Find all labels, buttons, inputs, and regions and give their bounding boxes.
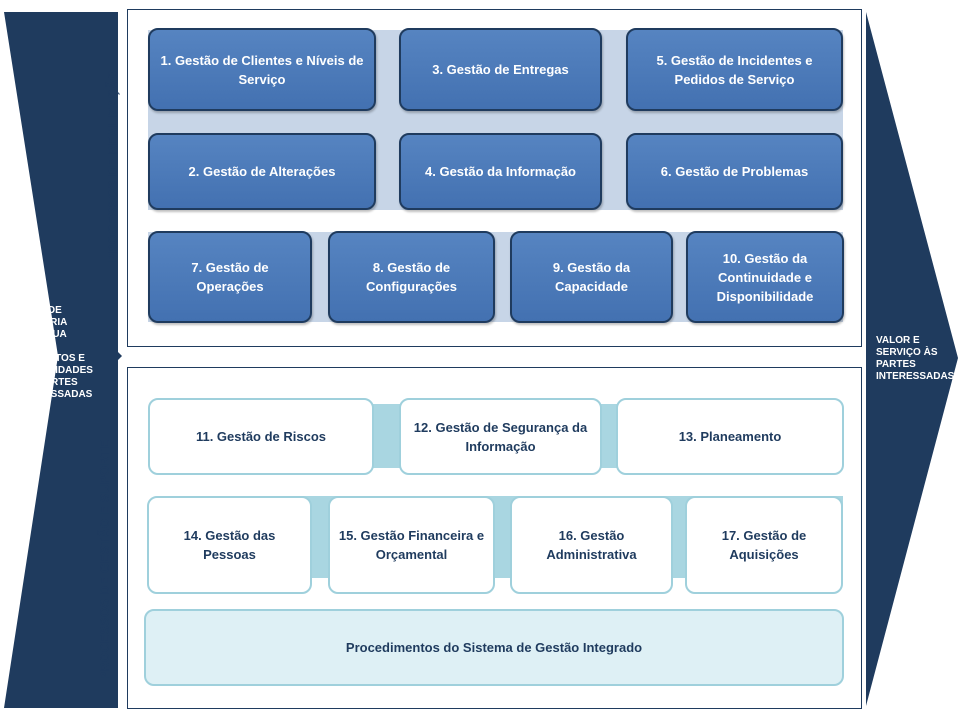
left-arrow-line1: CICLO DE MELHORIA CONTÍNUA: [14, 305, 67, 340]
process-box-12[interactable]: 12. Gestão de Segurança da Informação: [399, 398, 602, 475]
process-box-17[interactable]: 17. Gestão de Aquisições: [685, 496, 843, 594]
realization-label: PROCESSOS DE REALIZAÇÃO: [106, 69, 120, 263]
left-arrow-text: CICLO DE MELHORIA CONTÍNUA REQUISITOS E …: [14, 305, 94, 401]
process-box-5[interactable]: 5. Gestão de Incidentes e Pedidos de Ser…: [626, 28, 843, 111]
process-box-16[interactable]: 16. Gestão Administrativa: [510, 496, 673, 594]
process-box-1[interactable]: 1. Gestão de Clientes e Níveis de Serviç…: [148, 28, 376, 111]
process-box-14[interactable]: 14. Gestão das Pessoas: [147, 496, 312, 594]
process-box-8[interactable]: 8. Gestão de Configurações: [328, 231, 495, 323]
process-box-3[interactable]: 3. Gestão de Entregas: [399, 28, 602, 111]
procedures-box[interactable]: Procedimentos do Sistema de Gestão Integ…: [144, 609, 844, 686]
left-arrow-line2: REQUISITOS E NECESSIDADES DAS PARTES INT…: [14, 353, 93, 400]
process-box-2[interactable]: 2. Gestão de Alterações: [148, 133, 376, 210]
process-box-15[interactable]: 15. Gestão Financeira e Orçamental: [328, 496, 495, 594]
process-box-4[interactable]: 4. Gestão da Informação: [399, 133, 602, 210]
process-box-11[interactable]: 11. Gestão de Riscos: [148, 398, 374, 475]
process-box-13[interactable]: 13. Planeamento: [616, 398, 844, 475]
right-arrow: [866, 12, 958, 706]
right-arrow-line: VALOR E SERVIÇO ÀS PARTES INTERESSADAS: [876, 335, 955, 382]
right-arrow-text: VALOR E SERVIÇO ÀS PARTES INTERESSADAS: [876, 335, 955, 383]
support-label: PROCESSOS DE GESTÃO E SUPORTE: [98, 439, 112, 681]
process-box-6[interactable]: 6. Gestão de Problemas: [626, 133, 843, 210]
process-box-10[interactable]: 10. Gestão da Continuidade e Disponibili…: [686, 231, 844, 323]
process-box-9[interactable]: 9. Gestão da Capacidade: [510, 231, 673, 323]
left-chevron-arrow: [4, 12, 122, 708]
process-box-7[interactable]: 7. Gestão de Operações: [148, 231, 312, 323]
